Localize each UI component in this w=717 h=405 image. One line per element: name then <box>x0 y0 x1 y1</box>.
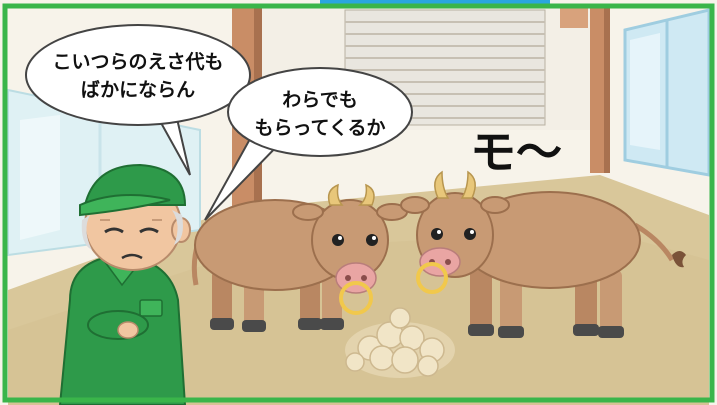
farmer-line-1: こいつらのえさ代も <box>52 51 223 73</box>
farmer-figure <box>58 163 191 405</box>
sound-effect-moo: モ～ <box>470 125 562 179</box>
right-window <box>623 8 711 177</box>
cow-left-figure <box>191 183 408 332</box>
top-accent-strip <box>320 0 550 4</box>
speech-bubble-second <box>204 67 413 221</box>
second-line-2: もらってくるか <box>254 117 385 139</box>
cow-right-figure <box>400 170 686 338</box>
speech-bubble-farmer <box>25 24 251 176</box>
panel-frame <box>2 3 715 403</box>
second-line-1: わらでも <box>282 89 357 111</box>
farmer-line-2: ばかにならん <box>81 79 195 101</box>
straw-pile-icon <box>345 307 455 378</box>
